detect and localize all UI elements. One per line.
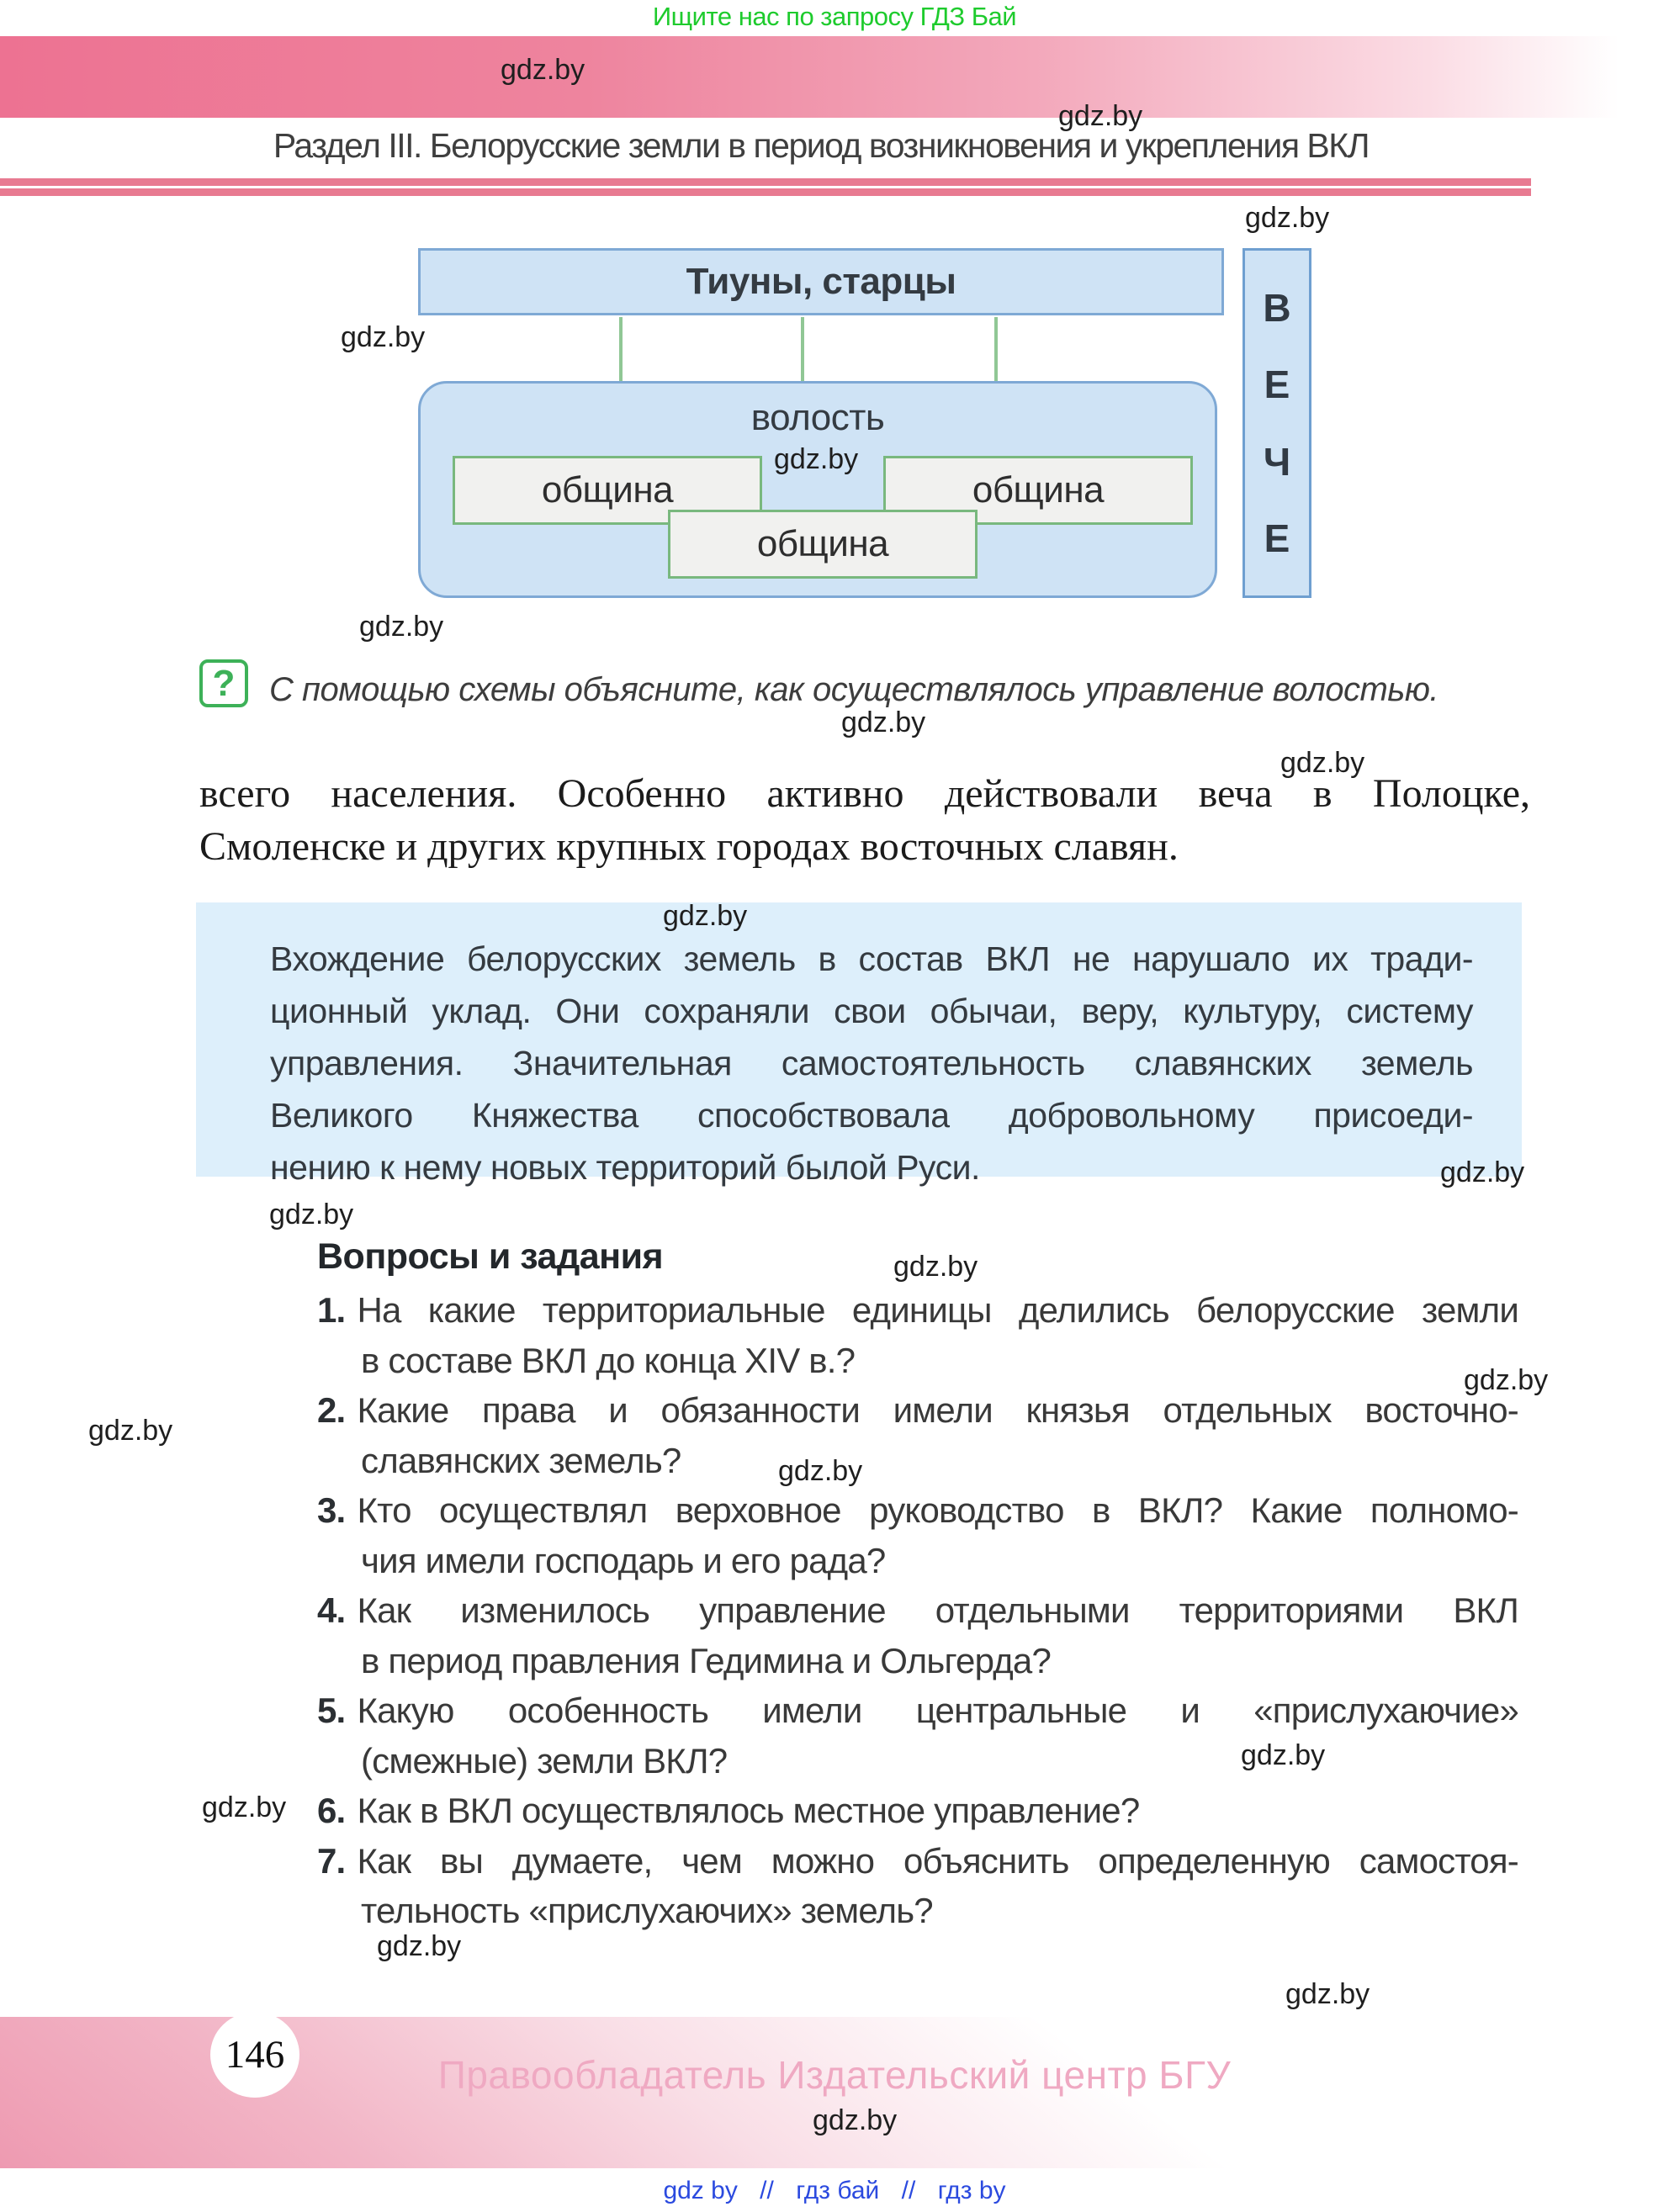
section-header: Раздел III. Белорусские земли в период в… xyxy=(273,126,1370,165)
gdz-watermark: gdz.by xyxy=(1285,1978,1370,2010)
footer-links-separator: // xyxy=(901,2177,916,2204)
question-line: 3. Кто осуществлял верховное руководство … xyxy=(317,1485,1519,1536)
diagram-connector xyxy=(994,317,998,383)
page-number: 146 xyxy=(225,2033,285,2077)
paragraph-line: всего населения. Особенно активно действ… xyxy=(199,771,1530,816)
question-number: 3. xyxy=(317,1490,346,1530)
question-line: тельность «прислухаючих» земель? xyxy=(361,1891,934,1930)
gdz-watermark: gdz.by xyxy=(663,900,748,932)
question-line: в составе ВКЛ до конца XIV в.? xyxy=(361,1340,856,1380)
question-line: 5. Какую особенность имели центральные и … xyxy=(317,1685,1519,1736)
veche-letter: В xyxy=(1263,286,1291,331)
question-number: 6. xyxy=(317,1791,346,1830)
diagram-connector xyxy=(619,317,623,383)
questions-list: 1. На какие территориальные единицы делил… xyxy=(317,1285,1519,1936)
question-text: Какие права и обязанности имели князья о… xyxy=(357,1390,1518,1430)
gdz-watermark: gdz.by xyxy=(778,1455,863,1487)
gdz-watermark: gdz.by xyxy=(88,1415,173,1447)
question-number: 5. xyxy=(317,1691,346,1730)
veche-letter: Ч xyxy=(1263,439,1291,484)
gdz-watermark: gdz.by xyxy=(377,1930,462,1962)
gdz-watermark: gdz.by xyxy=(893,1251,978,1283)
body-paragraph: всего населения. Особенно активно действ… xyxy=(199,767,1530,873)
footer-link[interactable]: гдз бай xyxy=(796,2177,880,2204)
header-pink-bar xyxy=(0,36,1669,118)
gdz-watermark: gdz.by xyxy=(202,1791,287,1823)
question-line: (смежные) земли ВКЛ? xyxy=(361,1740,728,1781)
info-box-line: Вхождение белорусских земель в состав ВК… xyxy=(270,939,1474,978)
question-text: Как в ВКЛ осуществлялось местное управле… xyxy=(357,1791,1140,1830)
info-box-line: ционный уклад. Они сохраняли свои обычаи… xyxy=(270,992,1474,1030)
question-item: 1. На какие территориальные единицы делил… xyxy=(317,1285,1519,1385)
question-item: 2. Какие права и обязанности имели князья… xyxy=(317,1385,1519,1485)
question-text: На какие территориальные единицы делилис… xyxy=(357,1290,1518,1330)
question-prompt-text: С помощью схемы объясните, как осуществл… xyxy=(269,671,1439,708)
gdz-watermark: gdz.by xyxy=(1464,1364,1549,1396)
copyright-text: Правообладатель Издательский центр БГУ xyxy=(437,2053,1232,2097)
question-text: Как изменилось управление отдельными тер… xyxy=(357,1590,1518,1630)
gdz-watermark: gdz.by xyxy=(501,54,585,86)
diagram-box-tiuny-label: Тиуны, старцы xyxy=(686,261,956,302)
question-line: 7. Как вы думаете, чем можно объяснить оп… xyxy=(317,1836,1519,1887)
gdz-watermark: gdz.by xyxy=(813,2104,898,2136)
veche-box: В Е Ч Е xyxy=(1242,248,1311,598)
header-rule xyxy=(0,188,1531,196)
top-banner-text: Ищите нас по запросу ГДЗ Бай xyxy=(652,2,1017,31)
question-line: в период правления Гедимина и Ольгерда? xyxy=(361,1640,1052,1680)
question-line: 1. На какие территориальные единицы делил… xyxy=(317,1285,1519,1336)
question-number: 7. xyxy=(317,1840,346,1881)
header-rule xyxy=(0,178,1531,186)
question-line: чия имели господарь и его рада? xyxy=(361,1540,886,1580)
question-line: 4. Как изменилось управление отдельными т… xyxy=(317,1585,1519,1636)
question-icon: ? xyxy=(199,659,248,707)
question-text: Как вы думаете, чем можно объяснить опре… xyxy=(357,1840,1518,1881)
gdz-watermark: gdz.by xyxy=(1280,747,1365,779)
footer-links-separator: // xyxy=(760,2177,774,2204)
info-box-line: Великого Княжества способствовала добров… xyxy=(270,1096,1474,1135)
veche-letter: Е xyxy=(1264,516,1290,560)
gdz-watermark: gdz.by xyxy=(1245,202,1330,234)
gdz-watermark: gdz.by xyxy=(1241,1739,1326,1771)
question-number: 4. xyxy=(317,1590,346,1630)
questions-heading: Вопросы и задания xyxy=(317,1236,664,1277)
volost-label: волость xyxy=(750,397,885,438)
diagram-connector xyxy=(801,317,804,383)
question-item: 7. Как вы думаете, чем можно объяснить оп… xyxy=(317,1836,1519,1936)
question-line: славянских земель? xyxy=(361,1440,681,1480)
question-item: 3. Кто осуществлял верховное руководство … xyxy=(317,1485,1519,1585)
question-item: 5. Какую особенность имели центральные и … xyxy=(317,1685,1519,1786)
gdz-watermark: gdz.by xyxy=(841,706,926,738)
footer-link[interactable]: гдз by xyxy=(937,2177,1006,2204)
info-box-text: Вхождение белорусских земель в состав ВК… xyxy=(270,933,1474,1193)
question-text: Кто осуществлял верховное руководство в … xyxy=(357,1490,1518,1530)
gdz-watermark: gdz.by xyxy=(1440,1156,1525,1188)
question-number: 1. xyxy=(317,1290,346,1330)
question-item: 4. Как изменилось управление отдельными т… xyxy=(317,1585,1519,1685)
question-number: 2. xyxy=(317,1390,346,1430)
info-box-line: нению к нему новых территорий былой Руси… xyxy=(270,1148,980,1187)
question-line: 2. Какие права и обязанности имели князья… xyxy=(317,1385,1519,1436)
page-number-badge: 146 xyxy=(210,2012,299,2098)
question-item: 6. Как в ВКЛ осуществлялось местное управ… xyxy=(317,1786,1518,1836)
community-box: община xyxy=(668,510,978,579)
question-text: Какую особенность имели центральные и «п… xyxy=(357,1691,1518,1730)
veche-letter: Е xyxy=(1264,362,1290,407)
footer-links: gdz by // гдз бай // гдз by xyxy=(0,2177,1669,2205)
gdz-watermark: gdz.by xyxy=(1058,100,1143,132)
footer-link[interactable]: gdz by xyxy=(663,2177,738,2204)
question-icon-glyph: ? xyxy=(212,662,236,704)
gdz-watermark: gdz.by xyxy=(774,443,859,475)
paragraph-line: Смоленске и других крупных городах восто… xyxy=(199,824,1179,869)
question-line: 6. Как в ВКЛ осуществлялось местное управ… xyxy=(317,1786,1518,1836)
gdz-watermark: gdz.by xyxy=(341,321,426,353)
gdz-watermark: gdz.by xyxy=(269,1199,354,1230)
info-box-line: управления. Значительная самостоятельнос… xyxy=(270,1044,1474,1082)
diagram-box-tiuny: Тиуны, старцы xyxy=(418,248,1224,315)
info-box: Вхождение белорусских земель в состав ВК… xyxy=(196,902,1522,1187)
gdz-watermark: gdz.by xyxy=(359,611,444,643)
